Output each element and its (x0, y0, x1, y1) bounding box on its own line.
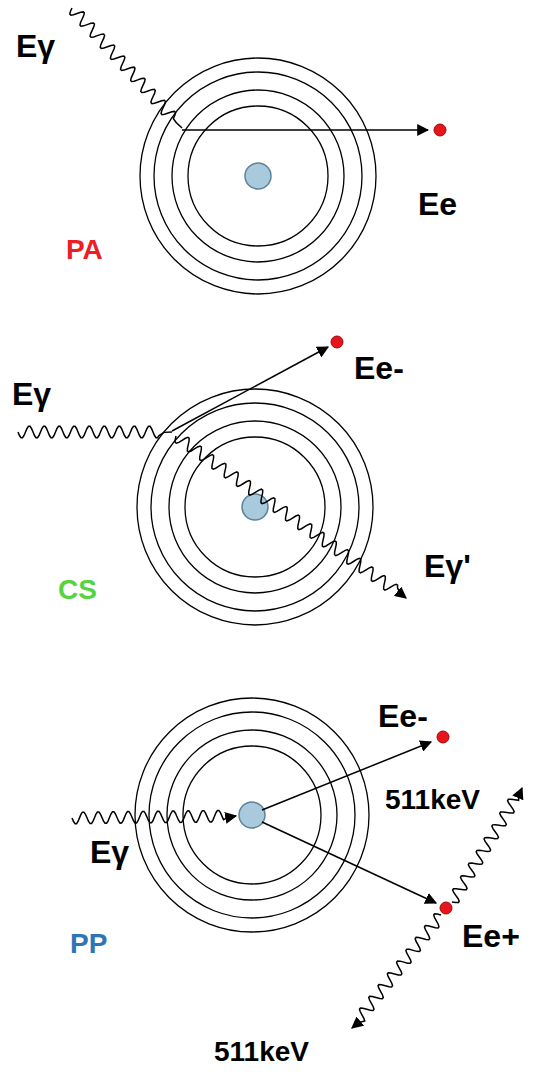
energy-value: 511keV (214, 1036, 309, 1068)
electron-track (182, 129, 428, 131)
photon-waves (18, 8, 522, 1028)
nucleus (239, 802, 265, 828)
electron-shell (167, 730, 337, 900)
nucleus (245, 163, 271, 189)
annihilation-photon (352, 914, 441, 1028)
energy-label: Ee (418, 186, 457, 223)
energy-value: 511keV (385, 784, 480, 816)
energy-label: Ee+ (462, 918, 520, 955)
nucleus (242, 494, 268, 520)
process-label: CS (58, 574, 97, 606)
energy-label: Eγ (16, 28, 55, 65)
incident-photon (70, 8, 182, 128)
energy-label: Ee- (354, 350, 404, 387)
electron-shell (140, 58, 376, 294)
electron-shell (183, 746, 321, 884)
nuclei (239, 163, 271, 828)
electron-dot (331, 336, 343, 348)
energy-label: Eγ (12, 376, 51, 413)
positron-dot (440, 902, 452, 914)
electron-dot (437, 731, 449, 743)
electron-shell (169, 421, 341, 593)
electron-shell (149, 712, 355, 918)
incident-photon (18, 426, 172, 437)
electron-track (172, 347, 328, 431)
energy-label: Ee- (378, 698, 428, 735)
process-label: PP (70, 928, 107, 960)
scattered-photon (175, 436, 406, 598)
electron-shell (188, 106, 328, 246)
energy-label: Eγ (90, 834, 129, 871)
incident-photon (72, 811, 236, 824)
positron-track (262, 822, 436, 903)
electron-shell (154, 72, 362, 280)
electron-shell (151, 403, 359, 611)
electron-shell (172, 90, 344, 262)
process-label: PA (66, 234, 103, 266)
electron-shell (137, 389, 373, 625)
atom-shells (135, 58, 376, 932)
electron-dot (434, 124, 446, 136)
energy-label: Eγ' (424, 548, 471, 585)
